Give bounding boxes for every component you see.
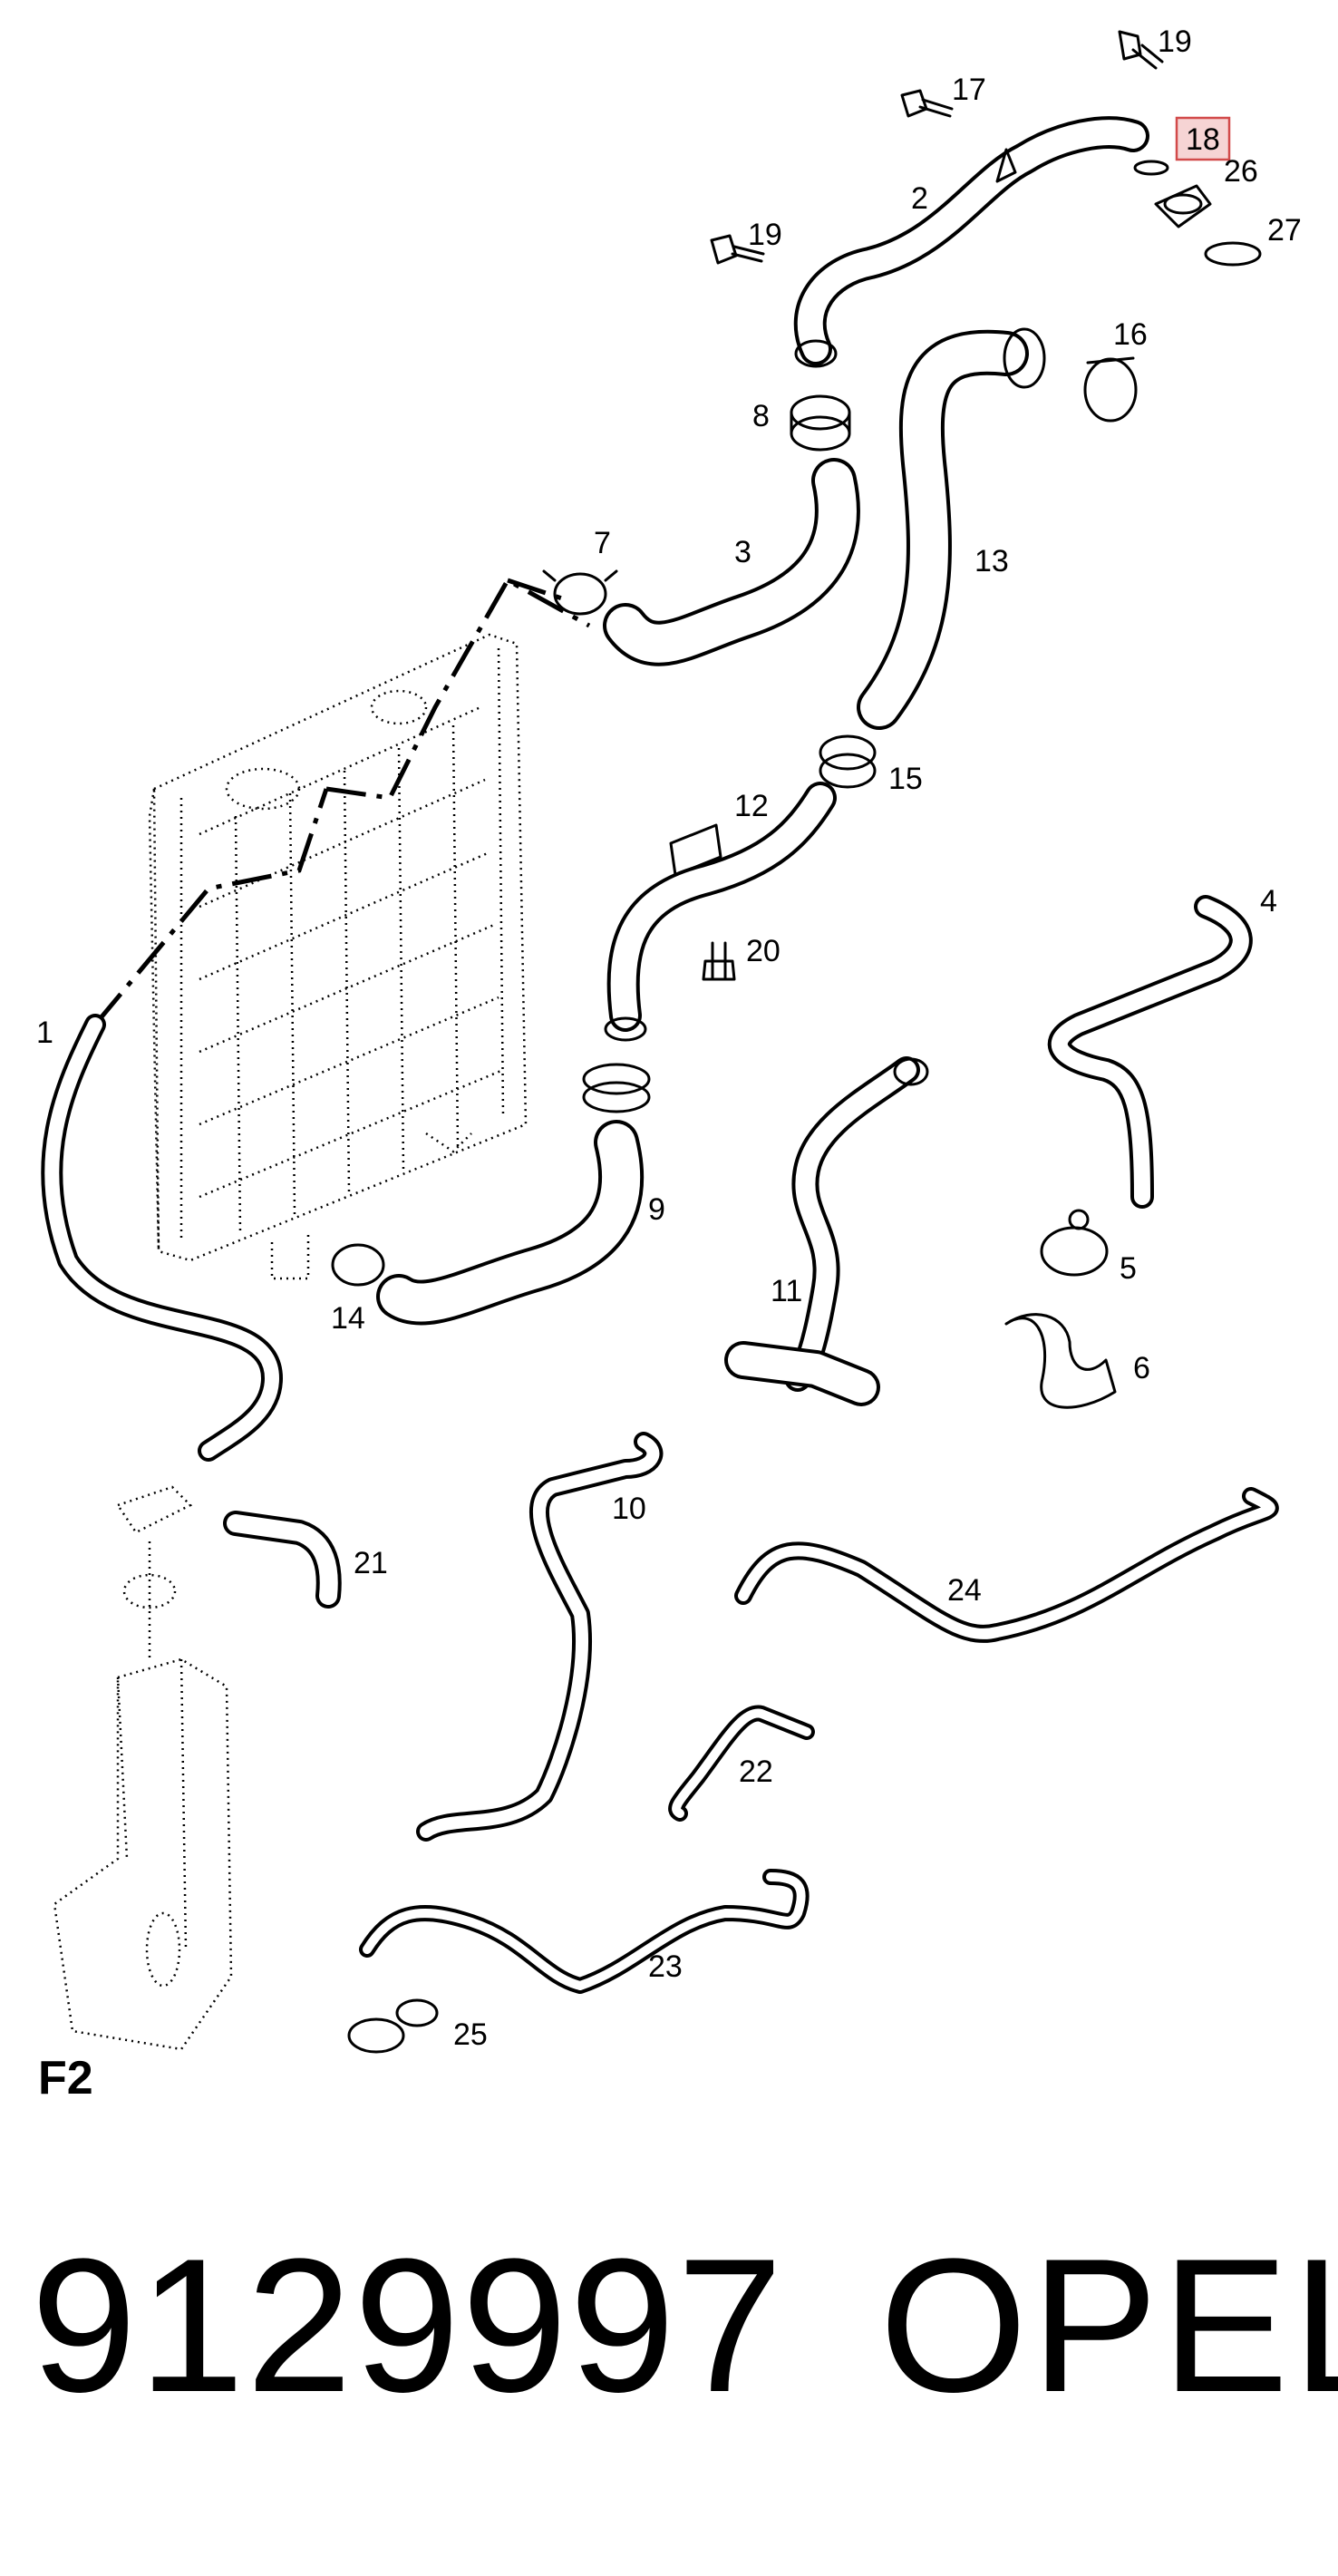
label-18: 18 xyxy=(1186,122,1220,157)
part-number: 9129997 xyxy=(31,2219,785,2432)
clamp-14 xyxy=(331,1243,385,1287)
hose-23 xyxy=(359,1869,810,1994)
clamp-15 xyxy=(819,734,877,789)
label-26: 26 xyxy=(1224,154,1258,189)
label-4: 4 xyxy=(1260,884,1277,919)
label-17: 17 xyxy=(952,73,986,107)
label-16: 16 xyxy=(1113,317,1148,352)
pipe-2 xyxy=(793,116,1149,368)
label-2: 2 xyxy=(911,181,928,216)
hose-4 xyxy=(1047,895,1253,1209)
clamp-25 xyxy=(347,1998,439,2054)
radiator xyxy=(148,633,528,1280)
hose-13 xyxy=(857,327,1046,730)
hose-3 xyxy=(603,458,860,666)
label-7: 7 xyxy=(594,526,611,560)
label-14: 14 xyxy=(331,1301,365,1336)
clamp-8 xyxy=(790,394,851,452)
label-21: 21 xyxy=(354,1546,388,1580)
label-13: 13 xyxy=(974,544,1009,578)
label-19: 19 xyxy=(748,218,782,252)
figure-code: F2 xyxy=(38,2052,93,2105)
hose-24 xyxy=(734,1487,1279,1643)
clamp-7 xyxy=(542,569,618,616)
hose-1 xyxy=(41,1014,283,1462)
bolt-17 xyxy=(900,89,954,118)
bolt-19 xyxy=(710,234,765,265)
bolt-19-top xyxy=(1118,30,1164,70)
hose-22 xyxy=(668,1705,815,1822)
label-3: 3 xyxy=(734,535,751,569)
expansion-tank xyxy=(53,1485,233,2051)
label-22: 22 xyxy=(739,1755,773,1789)
label-24: 24 xyxy=(947,1573,982,1608)
pipe-12 xyxy=(604,782,837,1042)
bolt-20 xyxy=(702,941,736,981)
clamp-16 xyxy=(1083,356,1138,423)
label-20: 20 xyxy=(746,934,780,968)
label-12: 12 xyxy=(734,789,769,823)
label-6: 6 xyxy=(1133,1351,1150,1385)
gasket-27 xyxy=(1204,241,1262,267)
clamp-5 xyxy=(1040,1209,1109,1277)
hose-11 xyxy=(724,1056,929,1406)
bracket-6 xyxy=(1004,1313,1117,1409)
leader-lines xyxy=(93,577,591,1026)
label-1: 1 xyxy=(36,1016,53,1050)
label-10: 10 xyxy=(612,1492,646,1526)
hose-21 xyxy=(223,1511,342,1609)
label-8: 8 xyxy=(752,399,770,433)
label-5: 5 xyxy=(1120,1251,1137,1286)
label-23: 23 xyxy=(648,1949,683,1984)
seal-ring xyxy=(1133,160,1169,176)
highlight-box-18 xyxy=(1175,116,1231,161)
pipe-10 xyxy=(416,1432,664,1842)
clamp-hose-9 xyxy=(582,1063,651,1113)
label-9: 9 xyxy=(648,1192,665,1227)
hose-9 xyxy=(376,1120,645,1326)
label-19-top: 19 xyxy=(1158,24,1192,59)
cap-26 xyxy=(1154,184,1212,228)
label-15: 15 xyxy=(888,762,923,796)
brand-name: OPEL xyxy=(879,2219,1338,2432)
label-27: 27 xyxy=(1267,213,1302,248)
label-11: 11 xyxy=(771,1274,802,1308)
label-25: 25 xyxy=(453,2017,488,2052)
